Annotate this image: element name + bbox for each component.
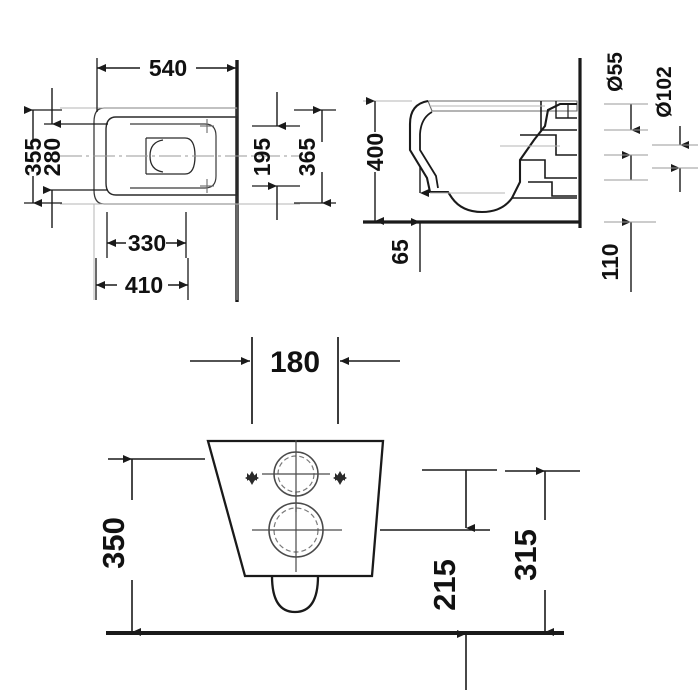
top-view-group: 540 355 280 195 [20, 55, 336, 302]
dimension-365: 365 [294, 106, 336, 207]
dimension-540: 540 [96, 55, 236, 112]
outlet-trap-detail [512, 101, 577, 199]
dimension-180: 180 [190, 337, 400, 424]
dimension-d102: Ø102 [652, 66, 698, 192]
dimension-280: 280 [39, 88, 108, 228]
dimension-d102-label: Ø102 [653, 66, 676, 117]
fixing-cross-upper [200, 119, 214, 133]
dimension-315: 315 [505, 467, 580, 636]
flush-aperture-inner [149, 139, 164, 173]
dimension-180-label: 180 [270, 346, 320, 379]
dimension-365-label: 365 [294, 138, 320, 177]
front-view-group: 180 350 215 315 [96, 337, 580, 690]
dimension-110-label: 110 [597, 243, 623, 280]
dimension-315-label: 315 [508, 529, 543, 581]
dimension-350: 350 [96, 455, 205, 636]
dimension-110: 110 [597, 218, 656, 292]
bowl-outline [105, 116, 238, 196]
dimension-d55: Ø55 [604, 52, 648, 181]
dimension-410-label: 410 [125, 272, 163, 298]
dimension-410: 410 [95, 258, 189, 300]
dimension-355: 355 [20, 106, 62, 207]
dimension-195: 195 [249, 92, 300, 220]
fixing-bolt-right [333, 471, 347, 485]
dimension-350-label: 350 [96, 517, 131, 569]
dimension-215: 215 [380, 469, 497, 690]
dimension-d55-label: Ø55 [604, 52, 627, 92]
dimension-65-label: 65 [387, 239, 413, 265]
dimension-65: 65 [387, 166, 429, 272]
dimension-330: 330 [106, 212, 187, 258]
bowl-rim-detail [130, 123, 217, 189]
side-view-group: 400 65 Ø55 Ø102 [362, 52, 698, 292]
waste-outlet-circle [252, 492, 342, 572]
dimension-215-label: 215 [427, 559, 462, 611]
dimension-540-label: 540 [149, 55, 187, 81]
top-view-projection-lines [60, 107, 300, 300]
dimension-195-label: 195 [249, 138, 275, 177]
fixing-bolt-left [245, 471, 259, 485]
bowl-inner-wall [419, 111, 439, 189]
dimension-330-label: 330 [128, 230, 166, 256]
fixing-cross-lower [200, 179, 214, 193]
dimension-400-label: 400 [362, 133, 388, 171]
dimension-280-label: 280 [39, 138, 65, 176]
outlet-boss [270, 575, 320, 614]
dimension-400: 400 [362, 97, 388, 225]
dimension-355-label: 355 [20, 138, 46, 177]
